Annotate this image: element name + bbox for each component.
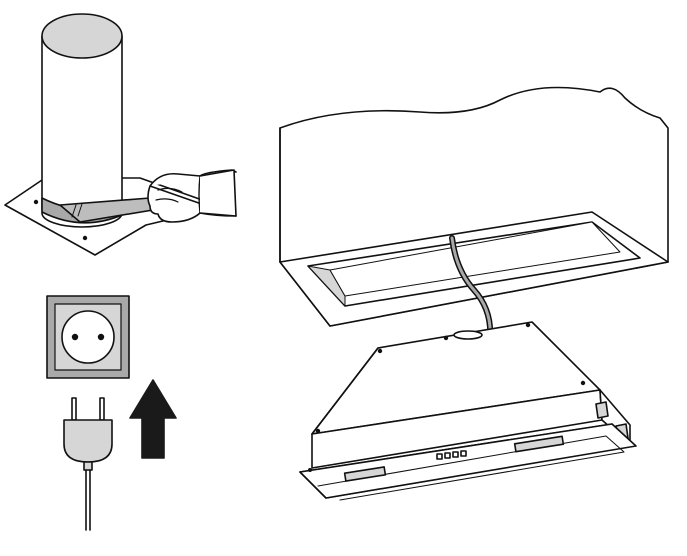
control-button bbox=[444, 452, 451, 459]
socket-pin-hole bbox=[71, 333, 79, 341]
light-icon bbox=[343, 466, 387, 482]
light-icon bbox=[513, 435, 565, 453]
screw-hole bbox=[308, 468, 312, 472]
plug-icon bbox=[63, 397, 113, 531]
duct-pipe-icon bbox=[41, 35, 123, 222]
socket-pin-hole bbox=[97, 333, 105, 341]
mounting-bracket bbox=[595, 401, 609, 419]
wall-socket-panel bbox=[46, 295, 177, 531]
screw-hole bbox=[377, 348, 383, 354]
screw-hole bbox=[525, 322, 531, 328]
duct-taping-panel bbox=[4, 13, 237, 256]
socket-face bbox=[61, 310, 115, 364]
screw-hole bbox=[443, 335, 449, 341]
screw-hole bbox=[33, 199, 39, 205]
hood-installation-panel bbox=[279, 86, 669, 501]
screw-hole bbox=[315, 428, 321, 434]
screw-hole bbox=[82, 235, 88, 241]
cable-port bbox=[453, 330, 483, 340]
control-button bbox=[460, 450, 467, 457]
arrow-up-icon bbox=[129, 379, 177, 459]
duct-pipe-opening bbox=[41, 13, 123, 59]
control-button bbox=[452, 451, 459, 458]
control-button bbox=[436, 453, 443, 460]
screw-hole bbox=[580, 380, 586, 386]
